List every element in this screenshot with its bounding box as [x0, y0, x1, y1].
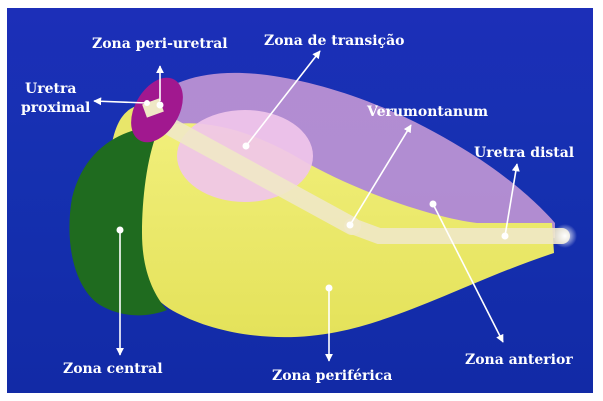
urethra-distal-glow — [553, 224, 577, 248]
diagram-svg: Zona peri-uretral Zona de transição Uret… — [7, 8, 593, 393]
label-zona-de-transicao: Zona de transição — [264, 32, 404, 49]
prostate-zones-diagram: Zona peri-uretral Zona de transição Uret… — [7, 8, 593, 393]
label-zona-central: Zona central — [63, 361, 163, 377]
dot-zona-peri-uretral — [157, 102, 164, 109]
label-verumontanum: Verumontanum — [366, 104, 488, 120]
label-uretra-proximal-line1: Uretra — [25, 81, 76, 97]
label-uretra-distal: Uretra distal — [474, 145, 574, 161]
label-zona-anterior: Zona anterior — [465, 352, 573, 368]
label-zona-peri-uretral: Zona peri-uretral — [92, 36, 228, 52]
label-uretra-proximal-line2: proximal — [21, 100, 90, 116]
label-zona-periferica: Zona periférica — [272, 368, 392, 384]
